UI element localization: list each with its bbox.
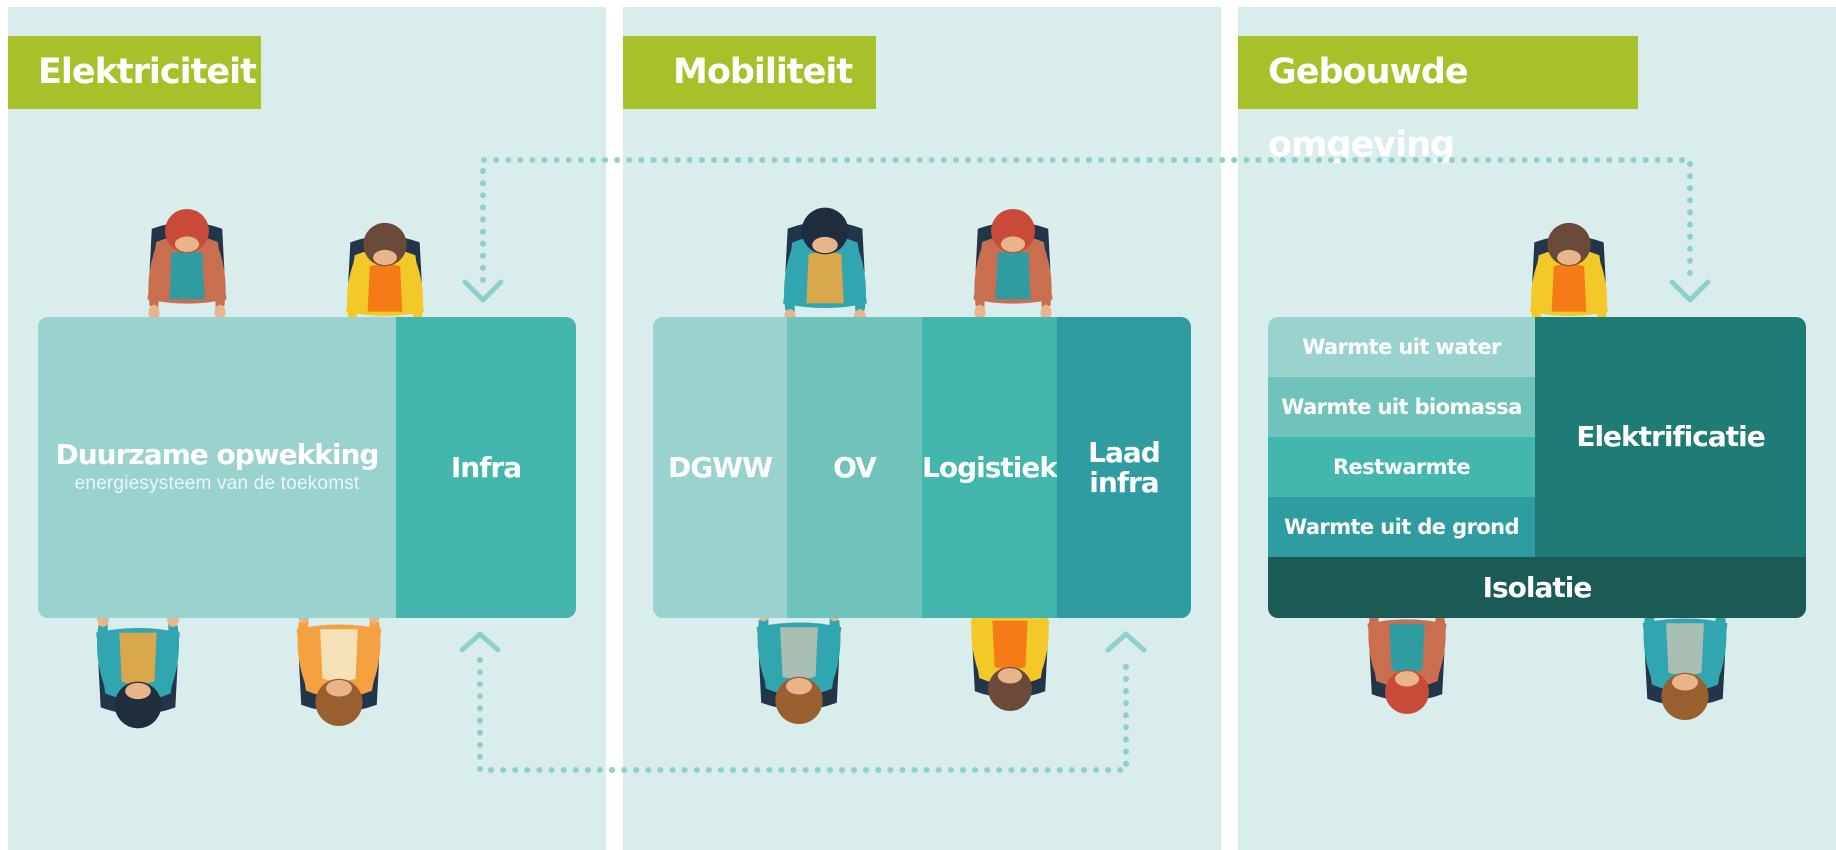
logistiek-label: Logistiek [922,450,1058,484]
arrow-up-icon [1105,631,1147,653]
section-title-gebouwde-omgeving: Gebouwde omgeving [1238,36,1638,165]
bottom-dotted-connector [477,657,1129,773]
cell-dgww: DGWW [653,317,787,618]
laad-infra-label: Laad infra [1088,436,1161,499]
isolatie-label: Isolatie [1482,570,1593,604]
duurzame-opwekking-sublabel: energiesysteem van de toekomst [74,473,360,495]
section-title-elektriciteit: Elektriciteit [8,36,261,109]
dgww-label: DGWW [668,450,773,484]
table-gebouwde-omgeving: Warmte uit water Warmte uit biomassa Res… [1268,317,1806,618]
infra-label: Infra [450,450,522,484]
arrow-down-icon [462,279,504,303]
arrow-up-icon [459,631,501,653]
cell-isolatie: Isolatie [1268,557,1806,618]
cell-restwarmte: Restwarmte [1268,437,1535,497]
cell-warmte-uit-de-grond: Warmte uit de grond [1268,497,1535,557]
cell-warmte-uit-water: Warmte uit water [1268,317,1535,377]
cell-infra: Infra [396,317,576,618]
warmte-uit-de-grond-label: Warmte uit de grond [1284,515,1520,539]
cell-elektrificatie: Elektrificatie [1535,317,1806,557]
restwarmte-label: Restwarmte [1332,455,1471,479]
cell-ov: OV [787,317,922,618]
table-elektriciteit: Duurzame opwekking energiesysteem van de… [38,317,576,618]
top-dotted-connector [480,157,1693,283]
cell-logistiek: Logistiek [922,317,1058,618]
elektrificatie-label: Elektrificatie [1576,420,1765,454]
ov-label: OV [833,450,877,484]
duurzame-opwekking-label: Duurzame opwekking [55,437,380,471]
cell-warmte-uit-biomassa: Warmte uit biomassa [1268,377,1535,437]
warmte-uit-water-label: Warmte uit water [1302,335,1501,359]
cell-duurzame-opwekking: Duurzame opwekking energiesysteem van de… [38,317,396,618]
warmte-uit-biomassa-label: Warmte uit biomassa [1281,395,1522,419]
table-mobiliteit: DGWW OV Logistiek Laad infra [653,317,1191,618]
arrow-down-icon [1669,279,1711,303]
cell-laad-infra: Laad infra [1057,317,1191,618]
section-title-mobiliteit: Mobiliteit [623,36,876,109]
